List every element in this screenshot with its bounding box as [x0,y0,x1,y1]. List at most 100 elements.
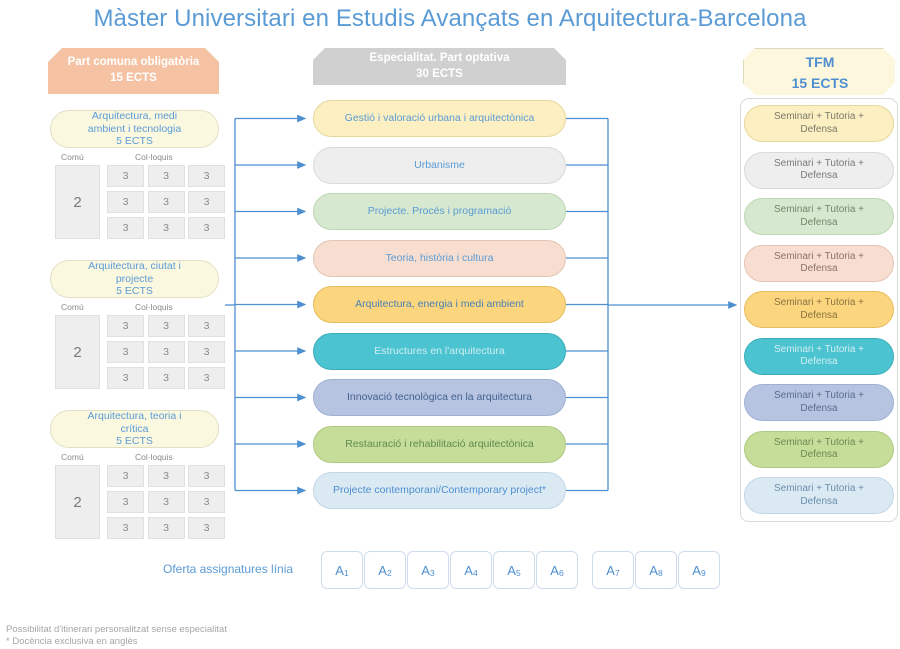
left-block-3-title-line1: Arquitectura, teoria i [87,409,182,422]
comu-cell-2: 2 [55,315,100,389]
tfm-box-9[interactable]: Seminari + Tutoria +Defensa [744,477,894,514]
tfm-box-5[interactable]: Seminari + Tutoria +Defensa [744,291,894,328]
tfm-box-1-line2: Defensa [800,123,838,135]
colloquis-cell-3-2-2: 3 [147,491,185,513]
colloquis-cell-2-2-1: 3 [107,341,144,363]
colloquis-cell-2-2-3: 3 [188,341,225,363]
assignatura-base: A [335,562,344,578]
assignatura-base: A [464,562,473,578]
tfm-box-8[interactable]: Seminari + Tutoria +Defensa [744,430,894,468]
colloquis-cell-1-2-2: 3 [147,191,185,213]
subject-box-1[interactable]: Gestió i valoració urbana i arquitectòni… [313,100,566,137]
left-block-2-title-line1: Arquitectura, ciutat i [88,259,181,272]
colloquis-cell-3-1-2: 3 [147,465,185,487]
oferta-assignatures-label: Oferta assignatures línia [163,562,294,576]
header-part-comuna: Part comuna obligatòria 15 ECTS [48,48,219,94]
assignatura-index: 9 [700,568,706,578]
colloquis-cell-2-1-3: 3 [188,315,225,337]
assignatura-index: 4 [472,568,478,578]
tfm-box-2-line1: Seminari + Tutoria + [773,157,865,169]
tfm-box-2[interactable]: Seminari + Tutoria +Defensa [744,151,894,189]
assignatura-index: 8 [657,568,663,578]
left-block-1-title-line1: Arquitectura, medi [91,109,178,122]
colloquis-cell-3-1-1: 3 [107,465,144,487]
colloquis-cell-3-1-3: 3 [188,465,225,487]
left-block-3-title-line2: crítica [120,422,149,435]
colloquis-cell-1-3-1: 3 [107,217,144,239]
assignatura-index: 3 [429,568,435,578]
assignatura-base: A [378,562,387,578]
assignatura-base: A [550,562,559,578]
subject-box-4[interactable]: Teoria, història i cultura [313,239,566,277]
colloquis-cell-3-3-2: 3 [147,517,185,539]
subject-box-3[interactable]: Projecte. Procés i programació [313,193,566,230]
header-especialitat-line2: 30 ECTS [416,67,463,80]
assignatura-base: A [507,562,516,578]
assignatura-base: A [649,562,658,578]
colloquis-cell-2-1-2: 3 [147,315,185,337]
tfm-box-3[interactable]: Seminari + Tutoria +Defensa [744,198,894,235]
comu-cell-1: 2 [55,165,100,239]
tfm-box-4[interactable]: Seminari + Tutoria +Defensa [744,244,894,282]
caption-colloquis-2: Col·loquis [135,302,173,312]
subject-box-5[interactable]: Arquitectura, energia i medi ambient [313,286,566,323]
tfm-box-4-line1: Seminari + Tutoria + [773,250,865,262]
subject-box-9[interactable]: Projecte contemporani/Contemporary proje… [313,472,566,509]
assignatura-index: 6 [558,568,564,578]
subject-box-8[interactable]: Restauració i rehabilitació arquitectòni… [313,425,566,463]
tfm-box-1[interactable]: Seminari + Tutoria +Defensa [744,105,894,142]
subject-box-6[interactable]: Estructures en l'arquitectura [313,332,566,370]
header-especialitat-line1: Especialitat. Part optativa [369,51,510,64]
tfm-box-4-line2: Defensa [800,263,838,274]
footnote-itinerari: Possibilitat d'itinerari personalitzat s… [6,624,227,635]
assignatura-index: 5 [515,568,521,578]
subject-box-7[interactable]: Innovació tecnològica en la arquitectura [313,379,566,416]
colloquis-cell-1-1-3: 3 [188,165,225,187]
assignatura-base: A [606,562,615,578]
tfm-box-8-line2: Defensa [800,449,838,460]
colloquis-cell-2-1-1: 3 [107,315,144,337]
caption-colloquis-1: Col·loquis [135,152,173,162]
subject-box-2[interactable]: Urbanisme [313,146,566,184]
caption-comu-1: Comú [61,152,84,162]
tfm-box-1-line1: Seminari + Tutoria + [773,111,865,122]
tfm-box-9-line2: Defensa [800,495,838,507]
colloquis-cell-3-3-1: 3 [107,517,144,539]
assignatura-base: A [692,562,701,578]
caption-colloquis-3: Col·loquis [135,452,173,462]
assignatura-index: 2 [386,568,392,578]
colloquis-cell-1-3-3: 3 [188,217,225,239]
page-title: Màster Universitari en Estudis Avançats … [93,5,807,32]
assignatura-base: A [421,562,430,578]
tfm-box-7-line2: Defensa [800,402,838,414]
left-block-3-ects: 5 ECTS [116,435,153,448]
tfm-box-7[interactable]: Seminari + Tutoria +Defensa [744,384,894,421]
tfm-box-6[interactable]: Seminari + Tutoria +Defensa [744,337,894,375]
colloquis-cell-3-2-3: 3 [188,491,225,513]
tfm-box-6-line2: Defensa [800,356,838,367]
header-tfm-line2: 15 ECTS [791,74,849,91]
colloquis-cell-2-2-2: 3 [147,341,185,363]
